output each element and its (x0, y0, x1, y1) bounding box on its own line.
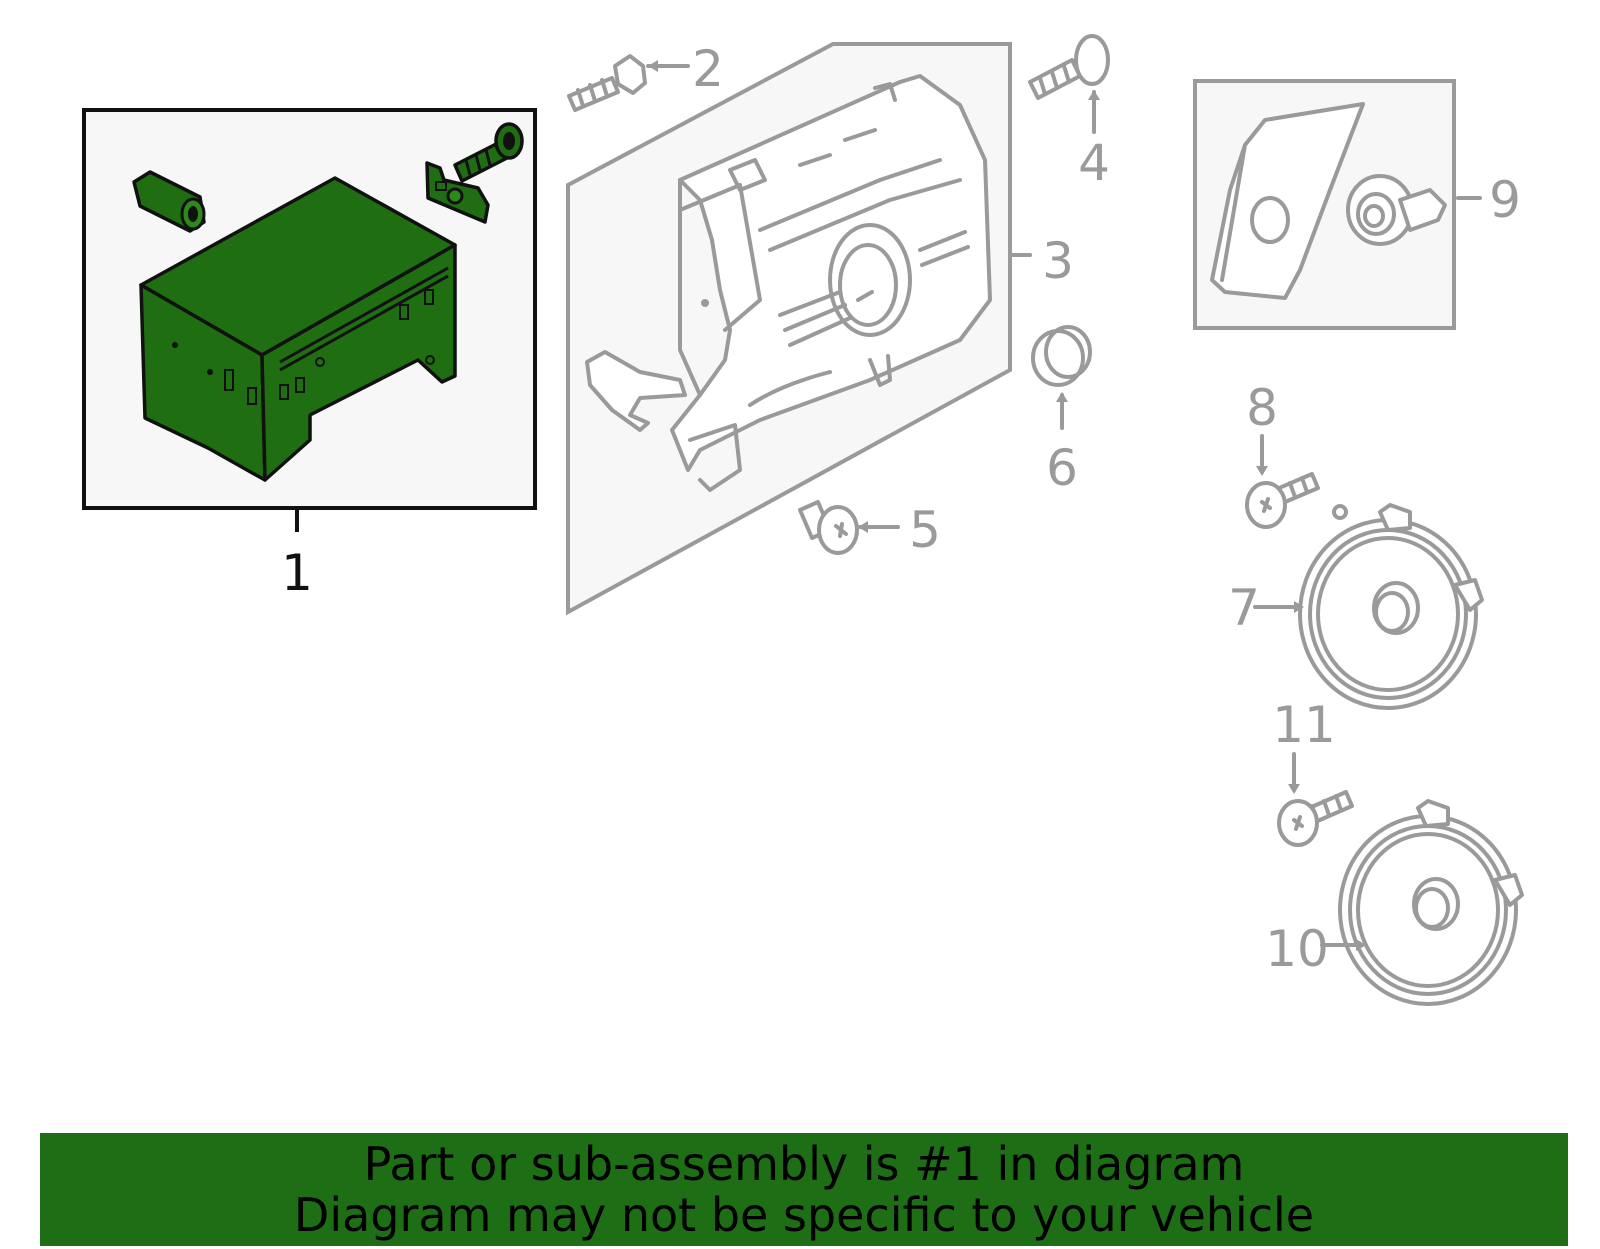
connector-plug (132, 170, 206, 233)
part-9-tweeter-assembly[interactable] (1193, 79, 1482, 330)
part-6-cap[interactable] (1031, 325, 1092, 430)
callout-1: 1 (281, 544, 313, 602)
callout-7: 7 (1228, 579, 1260, 637)
part-11-screw[interactable] (1277, 752, 1354, 847)
callout-6: 6 (1046, 439, 1078, 497)
mounting-bracket (425, 161, 490, 224)
banner-line-2: Diagram may not be specific to your vehi… (293, 1187, 1315, 1242)
part-10-speaker[interactable] (1320, 799, 1524, 1006)
callout-5: 5 (909, 501, 941, 559)
callout-11: 11 (1272, 696, 1336, 754)
callout-9: 9 (1489, 171, 1521, 229)
mounting-screw (453, 122, 524, 183)
callout-10: 10 (1265, 920, 1329, 978)
part-2-screw[interactable] (567, 54, 690, 112)
part-8-screw[interactable] (1245, 434, 1320, 529)
callout-8: 8 (1246, 379, 1278, 437)
info-banner: Part or sub-assembly is #1 in diagram Di… (40, 1133, 1568, 1246)
receiver-body (139, 176, 457, 482)
callout-4: 4 (1078, 134, 1110, 192)
banner-line-1: Part or sub-assembly is #1 in diagram (363, 1136, 1245, 1191)
part-4-screw[interactable] (1028, 34, 1110, 134)
callout-2: 2 (692, 40, 724, 98)
callout-3: 3 (1042, 232, 1074, 290)
part-7-speaker[interactable] (1253, 503, 1484, 710)
part-3-control-panel[interactable] (566, 42, 1012, 616)
part-1-radio-receiver[interactable] (82, 108, 537, 510)
part-5-screw[interactable] (798, 500, 900, 555)
